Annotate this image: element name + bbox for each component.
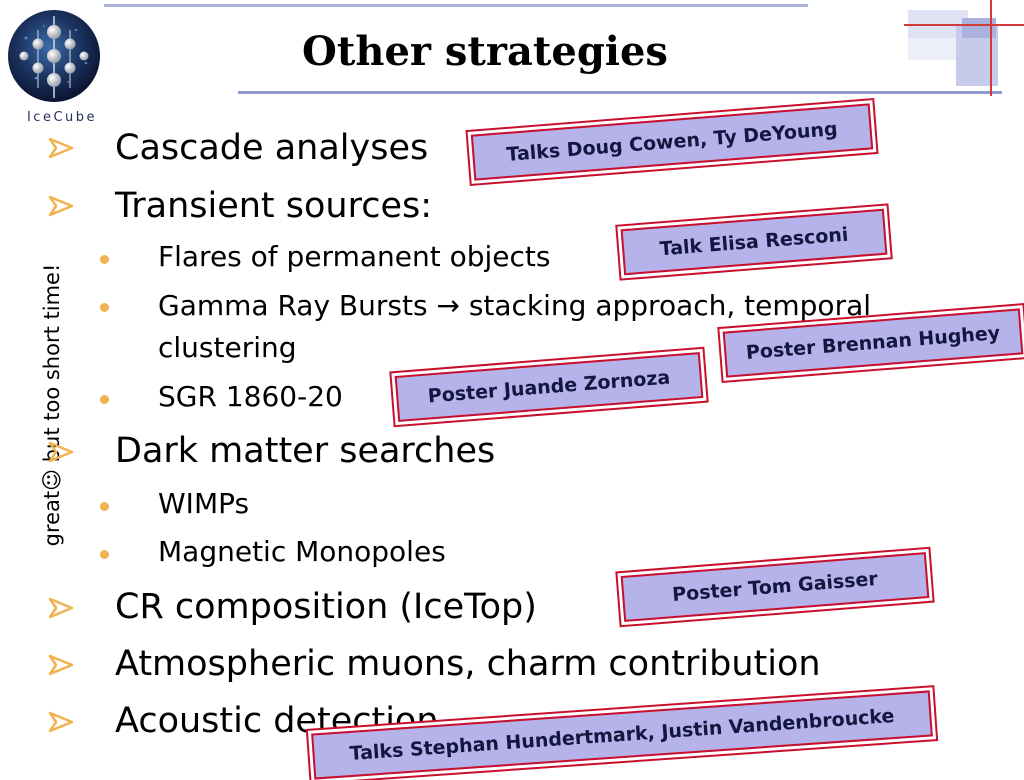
list-item: Transient sources: — [115, 186, 433, 226]
dot-bullet-icon — [100, 303, 109, 312]
top-rule — [104, 4, 808, 7]
list-item: CR composition (IceTop) — [115, 587, 537, 627]
talk-label: Talk Elisa Resconi — [620, 208, 888, 276]
arrow-bullet-icon — [48, 194, 74, 222]
arrow-bullet-icon — [48, 596, 74, 624]
slide-title: Other strategies — [302, 28, 668, 75]
list-item: Dark matter searches — [115, 431, 496, 471]
dot-bullet-icon — [100, 255, 109, 264]
list-item: Cascade analyses — [115, 128, 429, 168]
side-note: great☺ but too short time! — [40, 263, 64, 547]
logo-wordmark: IceCube — [26, 110, 98, 125]
title-underline — [238, 91, 1002, 94]
icecube-logo: IceCube — [6, 8, 102, 125]
talk-label: Talks Doug Cowen, Ty DeYoung — [470, 103, 874, 181]
list-item: SGR 1860-20 — [158, 380, 343, 413]
dot-bullet-icon — [100, 550, 109, 559]
arrow-bullet-icon — [48, 710, 74, 738]
poster-label: Poster Tom Gaisser — [620, 552, 930, 622]
arrow-bullet-icon — [48, 136, 74, 164]
arrow-bullet-icon — [48, 440, 74, 468]
poster-label: Poster Juande Zornoza — [394, 352, 704, 422]
corner-decoration — [908, 38, 956, 60]
list-item-continuation: clustering — [158, 331, 297, 364]
list-item: Magnetic Monopoles — [158, 535, 446, 568]
list-item: Gamma Ray Bursts → stacking approach, te… — [158, 289, 872, 322]
dot-bullet-icon — [100, 395, 109, 404]
corner-decoration-line — [904, 24, 1024, 26]
arrow-bullet-icon — [48, 653, 74, 681]
corner-decoration — [962, 18, 996, 38]
corner-decoration-line — [990, 0, 992, 96]
list-item: Atmospheric muons, charm contribution — [115, 644, 821, 684]
list-item: Flares of permanent objects — [158, 240, 551, 273]
dot-bullet-icon — [100, 502, 109, 511]
list-item: WIMPs — [158, 487, 250, 520]
